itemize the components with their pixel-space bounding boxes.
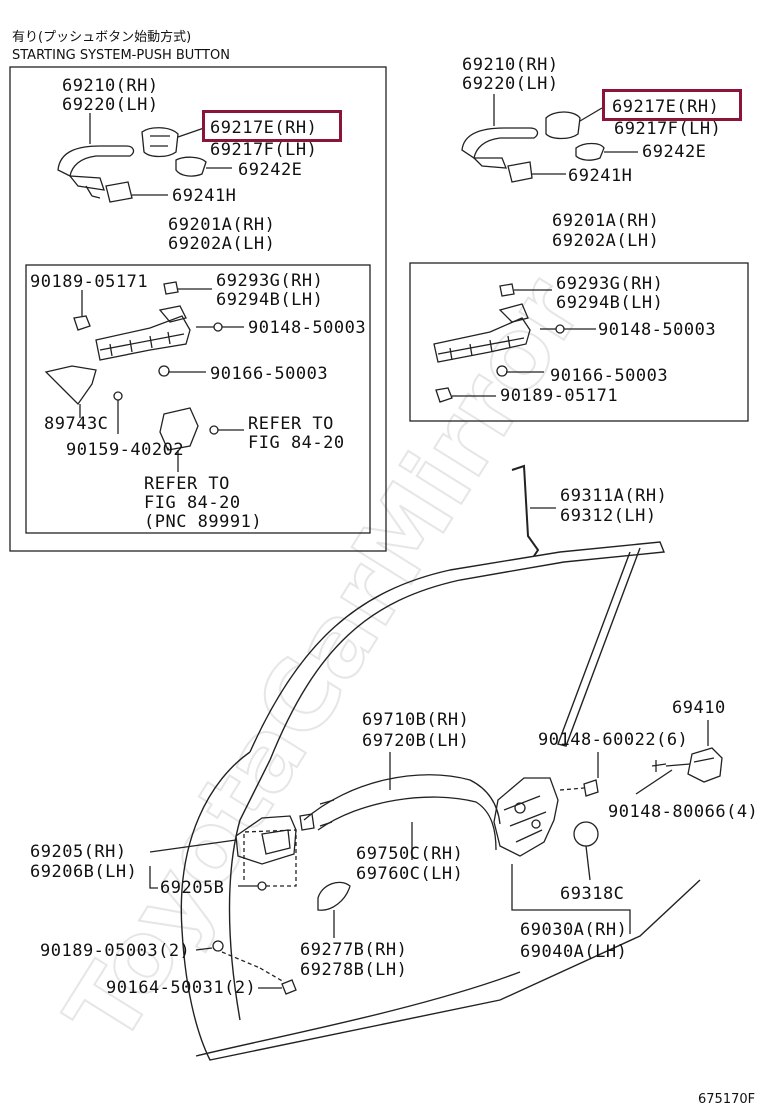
- figure-code: 675170F: [698, 1092, 756, 1107]
- label-69205: 69205(RH): [30, 842, 127, 862]
- label-69220-left: 69220(LH): [62, 95, 159, 115]
- label-90189-05171-left: 90189-05171: [30, 272, 149, 292]
- label-69710B: 69710B(RH): [362, 710, 470, 730]
- pad-left: [175, 156, 207, 177]
- label-89743C: 89743C: [44, 414, 109, 434]
- handle-cover-left: [141, 127, 179, 158]
- label-90189-05003: 90189-05003(2): [40, 941, 191, 961]
- label-69311A: 69311A(RH): [560, 486, 668, 506]
- bolt-left-2: [158, 365, 170, 377]
- label-69293G-right: 69293G(RH): [556, 274, 664, 294]
- label-69210-right: 69210(RH): [462, 55, 559, 75]
- door-lock-assembly: [493, 777, 559, 857]
- bolt-90148-80066: [651, 760, 667, 772]
- label-69030A: 69030A(RH): [520, 920, 628, 940]
- header-line-1: 有り(プッシュボタン始動方式): [12, 30, 192, 45]
- bolt-right-2: [496, 365, 508, 377]
- label-69750C: 69750C(RH): [356, 844, 464, 864]
- label-69312: 69312(LH): [560, 506, 657, 526]
- label-69242E-right: 69242E: [642, 142, 707, 162]
- highlight-69217E-right: [602, 89, 742, 121]
- bracket-89743C: [44, 365, 97, 406]
- label-69241H-right: 69241H: [568, 166, 633, 186]
- label-90166-50003-right: 90166-50003: [550, 366, 669, 386]
- header-line-2: STARTING SYSTEM-PUSH BUTTON: [12, 48, 230, 63]
- bolt-right-1: [555, 324, 565, 334]
- label-69410: 69410: [672, 698, 726, 718]
- label-69206B: 69206B(LH): [30, 862, 138, 882]
- label-69220-right: 69220(LH): [462, 74, 559, 94]
- label-refer2-a: REFER TO: [144, 474, 230, 494]
- screw-90164-50031: [281, 979, 297, 995]
- label-69277B: 69277B(RH): [300, 940, 408, 960]
- handle-cover-right: [545, 111, 581, 140]
- clip-90189-right: [435, 387, 453, 403]
- label-69242E-left: 69242E: [238, 160, 303, 180]
- label-90148-50003-left: 90148-50003: [248, 318, 367, 338]
- clip-right: [499, 283, 515, 297]
- bolt-left-3: [209, 425, 219, 435]
- gasket-right: [507, 161, 533, 183]
- label-refer1-b: FIG 84-20: [248, 433, 345, 453]
- label-refer1-a: REFER TO: [248, 414, 334, 434]
- screw-69205B: [257, 881, 267, 891]
- label-69720B: 69720B(LH): [362, 731, 470, 751]
- label-69217F-left: 69217F(LH): [210, 140, 318, 160]
- label-69217E-right: 69217E(RH): [612, 97, 720, 117]
- label-69201A-right: 69201A(RH): [552, 211, 660, 231]
- highlight-69217E-left: [202, 110, 342, 142]
- label-90148-60022: 90148-60022(6): [538, 730, 689, 750]
- gasket-left: [105, 181, 133, 203]
- label-69217E-left: 69217E(RH): [210, 118, 318, 138]
- label-69241H-left: 69241H: [172, 186, 237, 206]
- label-69278B: 69278B(LH): [300, 960, 408, 980]
- label-69205B: 69205B: [160, 878, 225, 898]
- label-90189-05171-right: 90189-05171: [500, 386, 619, 406]
- outside-handle-left: [57, 145, 135, 199]
- outside-handle-right: [461, 94, 539, 169]
- label-90159-40202: 90159-40202: [66, 440, 185, 460]
- right-inner-box: [409, 262, 749, 422]
- label-69040A: 69040A(LH): [520, 942, 628, 962]
- label-69318C: 69318C: [560, 884, 625, 904]
- label-69210-left: 69210(RH): [62, 76, 159, 96]
- sensor-unit: [159, 407, 199, 451]
- striker-69410: [687, 747, 723, 783]
- screw-90159: [113, 391, 123, 401]
- label-90148-50003-right: 90148-50003: [598, 320, 717, 340]
- grommet-69318C: [573, 821, 599, 847]
- label-90164-50031: 90164-50031(2): [106, 978, 257, 998]
- handle-frame-left: [95, 305, 191, 361]
- label-refer2-c: (PNC 89991): [144, 512, 263, 532]
- pad-right: [575, 142, 605, 161]
- label-69294B-right: 69294B(LH): [556, 293, 664, 313]
- label-69217F-right: 69217F(LH): [614, 119, 722, 139]
- clip-left: [163, 281, 179, 295]
- label-69202A-left: 69202A(LH): [168, 234, 276, 254]
- label-69202A-right: 69202A(LH): [552, 231, 660, 251]
- clip-90189-left: [73, 315, 91, 331]
- lock-cover-69277B: [317, 881, 351, 911]
- label-90148-80066: 90148-80066(4): [608, 802, 759, 822]
- door-outline: [180, 541, 701, 1061]
- screw-90148-60022: [583, 779, 599, 797]
- clip-90189-05003: [212, 940, 224, 952]
- label-69294B-left: 69294B(LH): [216, 290, 324, 310]
- left-inner-box: [25, 264, 371, 534]
- bolt-left-1: [213, 322, 223, 332]
- label-69201A-left: 69201A(RH): [168, 215, 276, 235]
- rod-69311A: [511, 464, 540, 557]
- cables: [303, 774, 501, 851]
- label-90166-50003-left: 90166-50003: [210, 364, 329, 384]
- label-69760C: 69760C(LH): [356, 864, 464, 884]
- inside-handle: [235, 813, 315, 865]
- label-refer2-b: FIG 84-20: [144, 493, 241, 513]
- label-69293G-left: 69293G(RH): [216, 271, 324, 291]
- left-outer-box: [9, 66, 387, 552]
- handle-frame-right: [433, 303, 531, 363]
